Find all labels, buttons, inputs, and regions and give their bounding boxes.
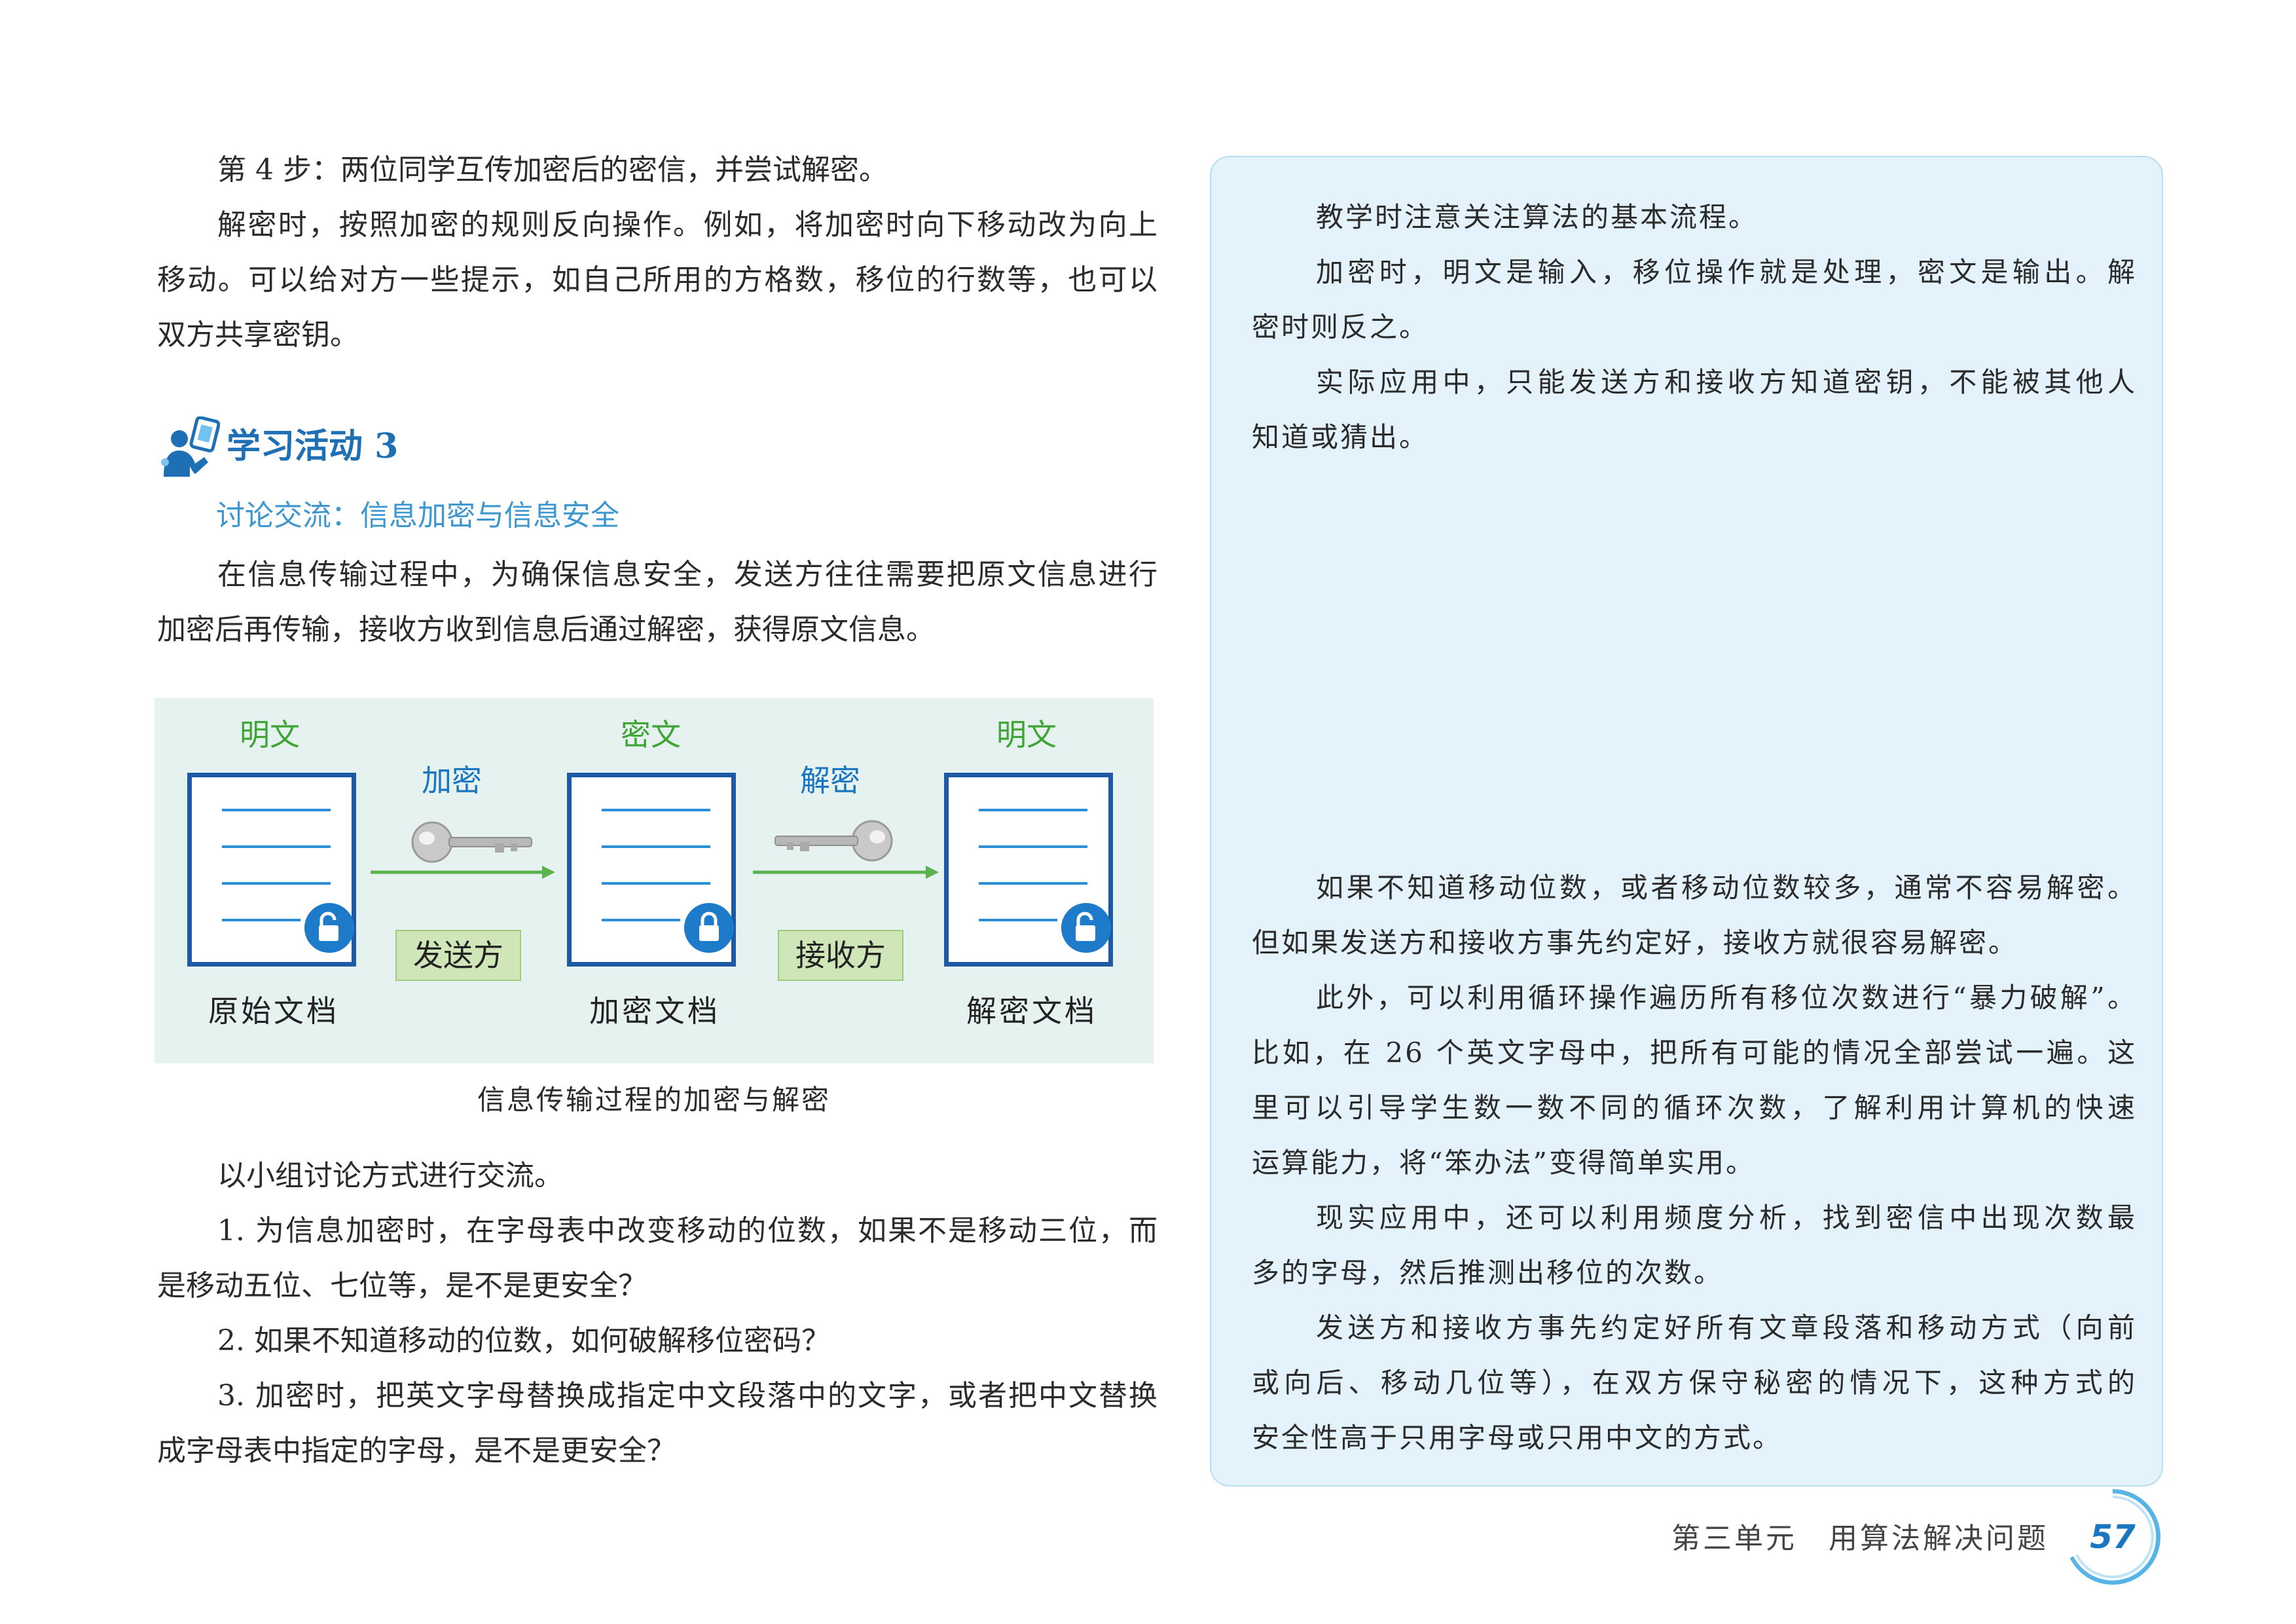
- arrow-encrypt: [371, 866, 555, 879]
- decrypted-document: [944, 773, 1113, 967]
- note-p5-line2: 比如，在 26 个英文字母中，把所有可能的情况全部尝试一遍。这: [1252, 1037, 2137, 1069]
- key-icon: [411, 821, 532, 863]
- question-1-line1: 1. 为信息加密时，在字母表中改变移动的位数，如果不是移动三位，而: [217, 1214, 1157, 1247]
- intro-para-line1: 在信息传输过程中，为确保信息安全，发送方往往需要把原文信息进行: [217, 558, 1157, 591]
- locked-padlock-icon: [684, 903, 734, 953]
- step4-text: 第 4 步：两位同学互传加密后的密信，并尝试解密。: [217, 153, 888, 187]
- doc1-caption: 原始文档: [208, 993, 339, 1029]
- page-number-badge: [2067, 1489, 2160, 1585]
- key-icon: [774, 820, 893, 862]
- question-1-line2: 是移动五位、七位等，是不是更安全？: [157, 1269, 647, 1302]
- diagram-arrows: [371, 820, 939, 879]
- page-number: 57: [2090, 1518, 2136, 1556]
- doc2-top-label: 密文: [621, 717, 681, 752]
- doc3-top-label: 明文: [996, 717, 1057, 752]
- student-with-tablet-icon: [161, 416, 220, 477]
- note-p4-line1: 如果不知道移动位数，或者移动位数较多，通常不容易解密。: [1316, 872, 2137, 904]
- doc3-caption: 解密文档: [966, 993, 1097, 1029]
- encryption-diagram: 明文 密文 明文 加密 解密: [155, 698, 1154, 1063]
- decrypt-para-line3: 双方共享密钥。: [157, 318, 359, 352]
- discussion-title: 讨论交流：信息加密与信息安全: [216, 499, 619, 532]
- sender-box: 发送方: [395, 930, 521, 981]
- doc1-top-label: 明文: [240, 717, 300, 752]
- note-p3-line1: 实际应用中，只能发送方和接收方知道密钥，不能被其他人: [1316, 366, 2137, 398]
- note-p1: 教学时注意关注算法的基本流程。: [1316, 201, 1758, 233]
- unlocked-padlock-icon: [304, 903, 354, 953]
- unlocked-padlock-icon: [1061, 903, 1111, 953]
- note-p6-line1: 现实应用中，还可以利用频度分析，找到密信中出现次数最: [1316, 1202, 2137, 1234]
- note-p7-line3: 安全性高于只用字母或只用中文的方式。: [1252, 1422, 1783, 1454]
- intro-para-line2: 加密后再传输，接收方收到信息后通过解密，获得原文信息。: [157, 613, 935, 646]
- teacher-note-panel: 教学时注意关注算法的基本流程。 加密时，明文是输入，移位操作就是处理，密文是输出…: [1210, 156, 2163, 1486]
- arrow-decrypt: [753, 866, 939, 879]
- note-p2-line2: 密时则反之。: [1252, 311, 1429, 343]
- doc2-caption: 加密文档: [589, 993, 720, 1029]
- encrypted-document: [567, 773, 736, 967]
- question-3-line2: 成字母表中指定的字母，是不是更安全？: [157, 1434, 676, 1467]
- question-3-line1: 3. 加密时，把英文字母替换成指定中文段落中的文字，或者把中文替换: [217, 1379, 1157, 1412]
- note-p5-line4: 运算能力，将“笨办法”变得简单实用。: [1252, 1147, 1755, 1179]
- note-p7-line2: 或向后、移动几位等），在双方保守秘密的情况下，这种方式的: [1252, 1367, 2137, 1399]
- decrypt-para-line2: 移动。可以给对方一些提示，如自己所用的方格数，移位的行数等，也可以: [157, 263, 1157, 297]
- decrypt-para-line1: 解密时，按照加密的规则反向操作。例如，将加密时向下移动改为向上: [217, 208, 1157, 242]
- unit-title: 第三单元 用算法解决问题: [1671, 1522, 2049, 1555]
- activity-title: 学习活动 3: [227, 426, 399, 466]
- activity-heading: 学习活动 3: [157, 414, 615, 479]
- figure-caption: 信息传输过程的加密与解密: [477, 1084, 831, 1116]
- note-p4-line2: 但如果发送方和接收方事先约定好，接收方就很容易解密。: [1252, 927, 2018, 959]
- original-document: [187, 773, 356, 967]
- receiver-box: 接收方: [778, 930, 903, 981]
- note-p3-line2: 知道或猜出。: [1252, 421, 1429, 453]
- note-p7-line1: 发送方和接收方事先约定好所有文章段落和移动方式（向前: [1316, 1312, 2137, 1344]
- note-p5-line3: 里可以引导学生数一数不同的循环次数，了解利用计算机的快速: [1252, 1092, 2137, 1124]
- question-2: 2. 如果不知道移动的位数，如何破解移位密码？: [217, 1324, 830, 1357]
- decrypt-label: 解密: [800, 763, 860, 798]
- note-p2-line1: 加密时，明文是输入，移位操作就是处理，密文是输出。解: [1316, 256, 2137, 288]
- note-p6-line2: 多的字母，然后推测出移位的次数。: [1252, 1257, 1724, 1289]
- note-p5-line1: 此外，可以利用循环操作遍历所有移位次数进行“暴力破解”。: [1316, 982, 2137, 1014]
- encrypt-label: 加密: [422, 763, 482, 798]
- discussion-intro: 以小组讨论方式进行交流。: [217, 1159, 563, 1192]
- left-column: 第 4 步：两位同学互传加密后的密信，并尝试解密。 解密时，按照加密的规则反向操…: [155, 153, 1157, 1467]
